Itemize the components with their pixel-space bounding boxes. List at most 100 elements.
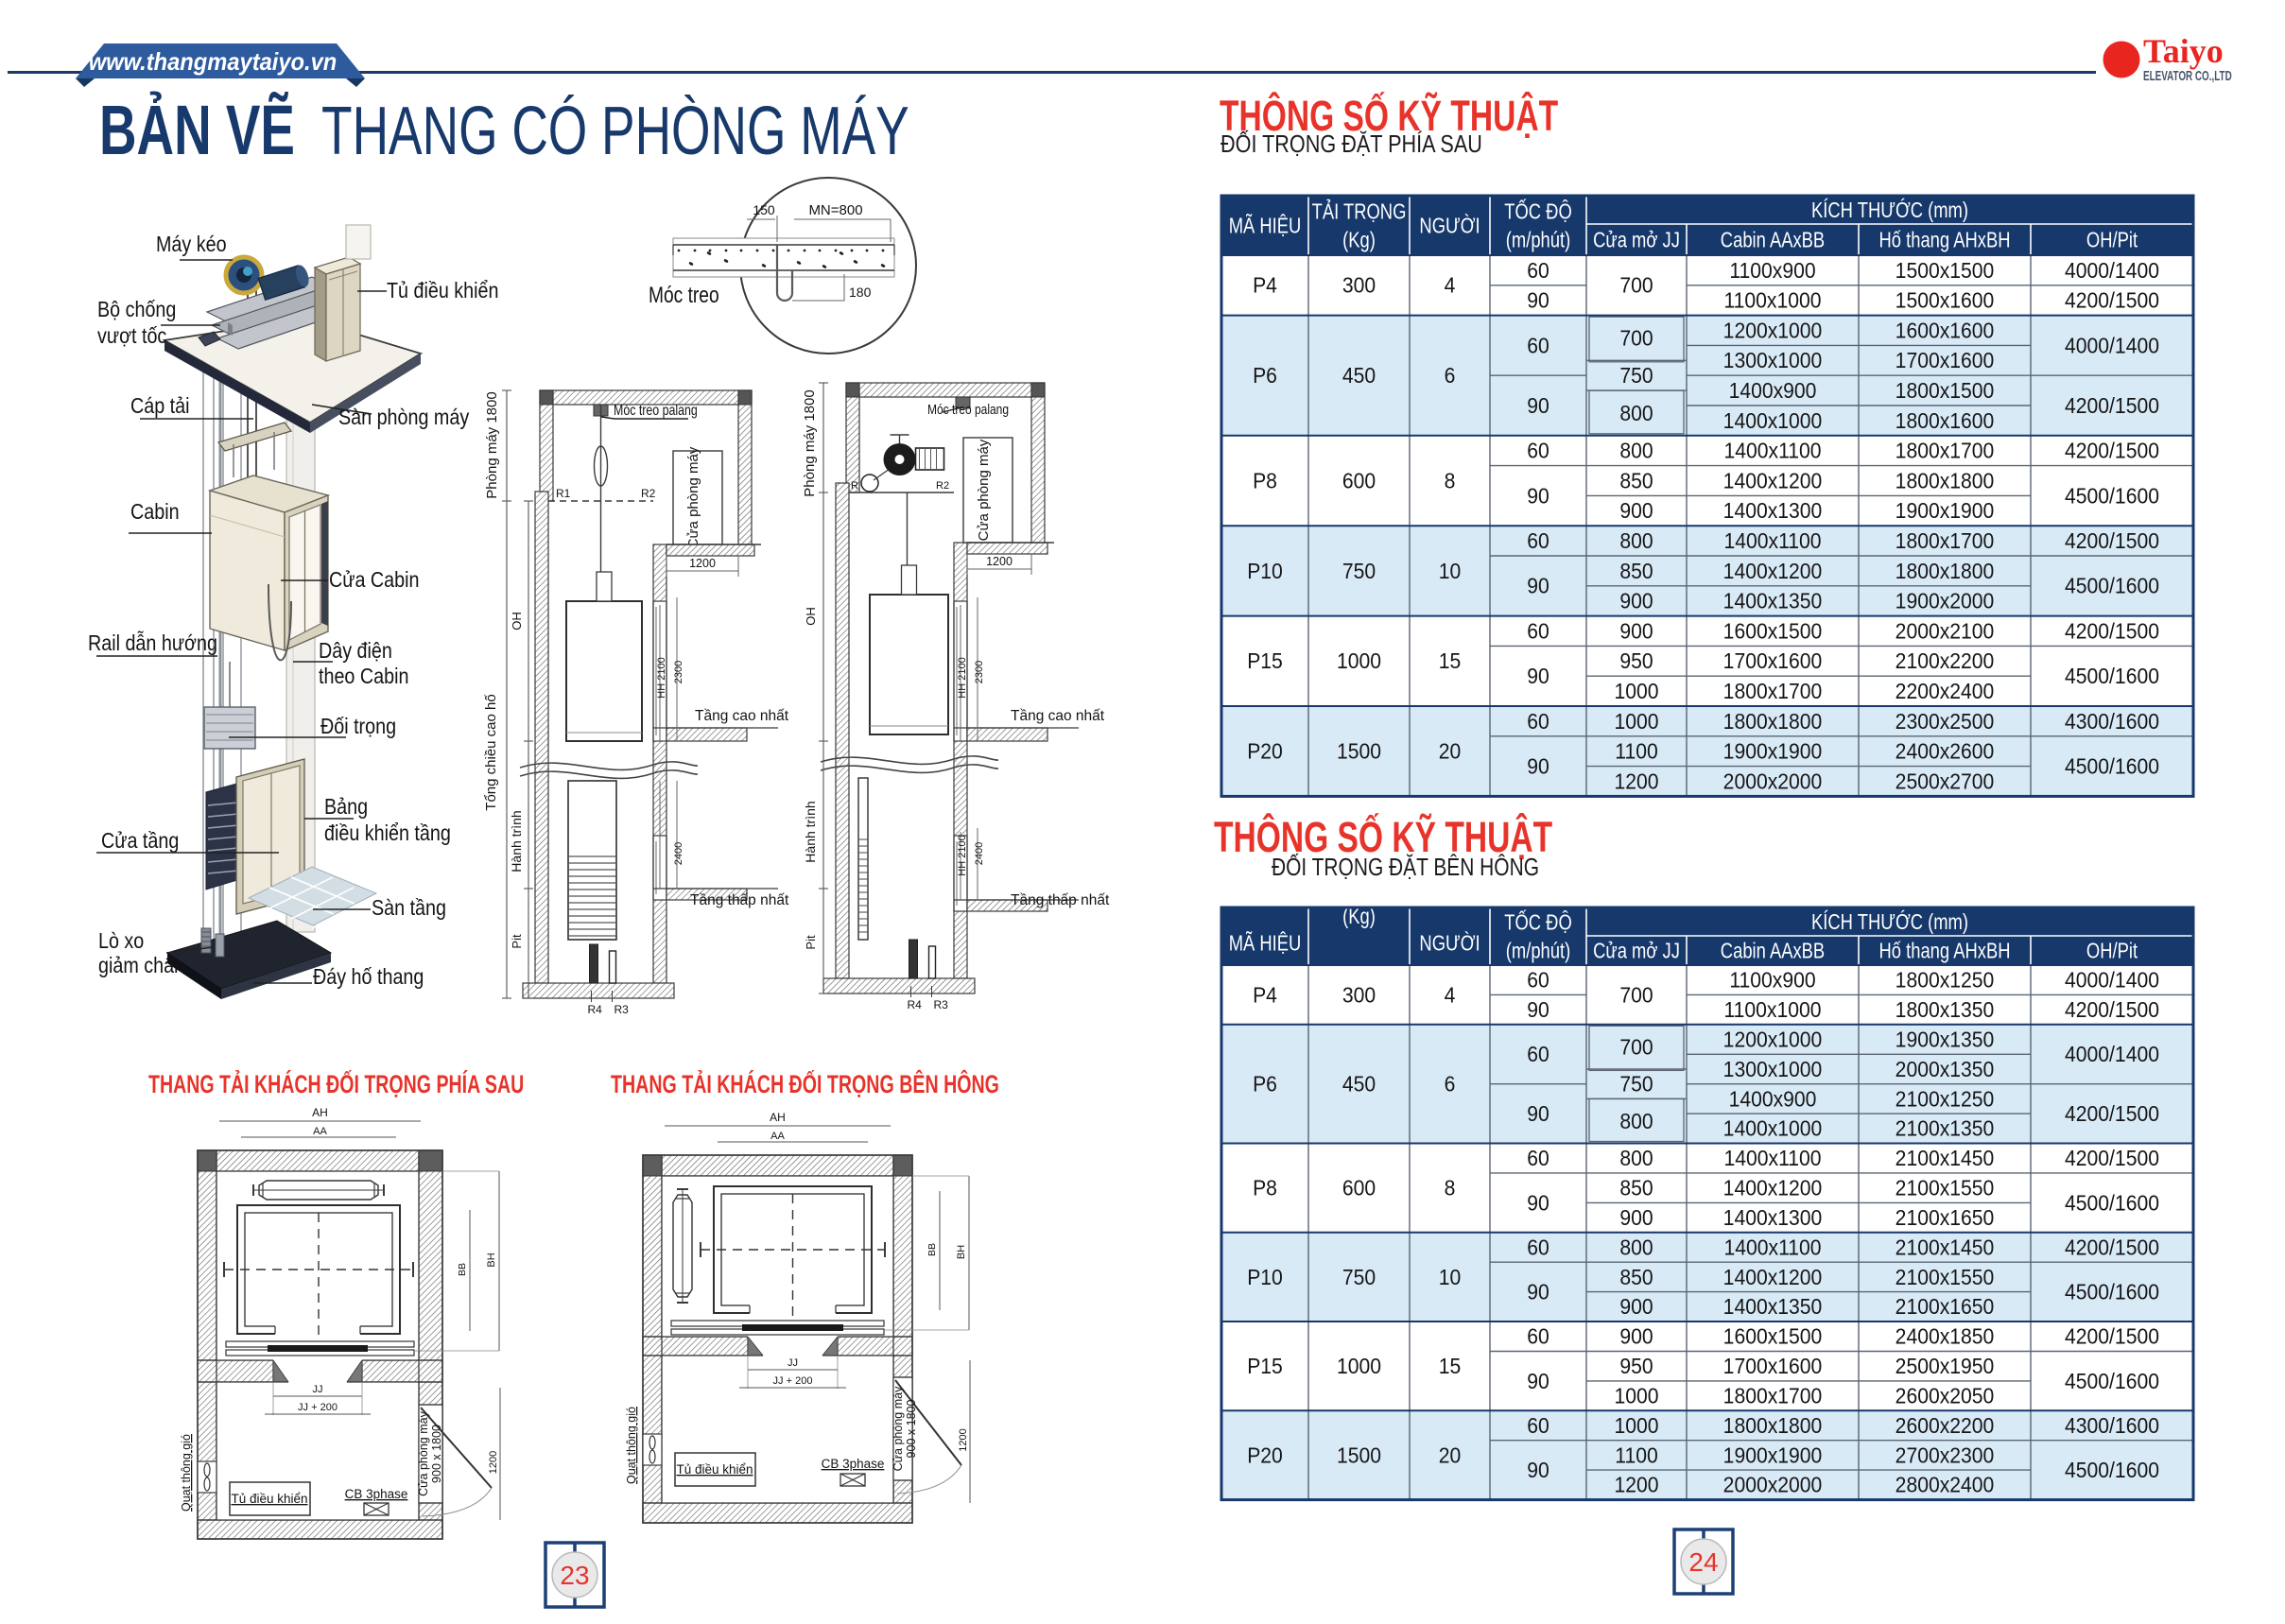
svg-text:Cửa phòng máy: Cửa phòng máy <box>976 439 992 541</box>
svg-text:Hành trình: Hành trình <box>803 801 818 862</box>
svg-text:BB: BB <box>457 1263 468 1276</box>
svg-text:1800x1350: 1800x1350 <box>1896 997 1995 1022</box>
svg-text:850: 850 <box>1619 559 1653 583</box>
svg-text:700: 700 <box>1619 1034 1653 1059</box>
svg-text:2000x2000: 2000x2000 <box>1723 769 1823 793</box>
svg-text:Móc treo palang: Móc treo palang <box>927 402 1009 418</box>
svg-text:2100x1250: 2100x1250 <box>1896 1086 1995 1111</box>
svg-text:1100: 1100 <box>1615 739 1657 764</box>
svg-text:AA: AA <box>313 1126 327 1137</box>
svg-text:P6: P6 <box>1253 363 1277 388</box>
svg-text:1700x1600: 1700x1600 <box>1723 648 1823 673</box>
svg-text:1300x1000: 1300x1000 <box>1723 348 1823 372</box>
svg-text:OH/Pit: OH/Pit <box>2086 940 2138 963</box>
svg-text:4: 4 <box>1445 982 1456 1007</box>
svg-text:4500/1600: 4500/1600 <box>2065 1458 2159 1482</box>
svg-text:P4: P4 <box>1253 273 1277 298</box>
svg-text:4500/1600: 4500/1600 <box>2065 1190 2159 1215</box>
svg-text:Sàn phòng máy: Sàn phòng máy <box>338 404 469 429</box>
svg-text:P15: P15 <box>1247 1354 1283 1378</box>
svg-text:(Kg): (Kg) <box>1342 905 1376 928</box>
svg-text:AH: AH <box>312 1106 328 1119</box>
svg-text:Cửa mở JJ: Cửa mở JJ <box>1593 229 1680 252</box>
svg-text:1900x1900: 1900x1900 <box>1723 1443 1823 1467</box>
svg-text:Cáp tải: Cáp tải <box>130 392 190 418</box>
svg-text:1500x1600: 1500x1600 <box>1896 288 1995 313</box>
svg-text:2100x1550: 2100x1550 <box>1896 1265 1995 1289</box>
svg-text:Tủ điều khiển: Tủ điều khiển <box>676 1462 753 1477</box>
svg-text:1400x1200: 1400x1200 <box>1723 1265 1823 1289</box>
svg-text:Cabin AAxBB: Cabin AAxBB <box>1721 940 1825 963</box>
svg-text:800: 800 <box>1619 1146 1653 1170</box>
svg-text:KÍCH THƯỚC (mm): KÍCH THƯỚC (mm) <box>1811 199 1968 222</box>
svg-text:OH/Pit: OH/Pit <box>2086 229 2138 252</box>
svg-text:800: 800 <box>1619 439 1653 463</box>
svg-text:1700x1600: 1700x1600 <box>1723 1354 1823 1378</box>
svg-text:700: 700 <box>1619 273 1653 298</box>
svg-text:1800x1800: 1800x1800 <box>1896 559 1995 583</box>
svg-text:10: 10 <box>1439 1265 1462 1289</box>
svg-text:4: 4 <box>1445 273 1456 298</box>
svg-text:Tủ điều khiển: Tủ điều khiển <box>387 277 498 302</box>
svg-text:4300/1600: 4300/1600 <box>2065 709 2159 734</box>
svg-text:JJ: JJ <box>313 1384 323 1395</box>
svg-text:Cửa tầng: Cửa tầng <box>101 827 179 853</box>
svg-text:OH: OH <box>510 612 524 631</box>
svg-text:1400x900: 1400x900 <box>1729 378 1817 403</box>
svg-text:800: 800 <box>1619 1235 1653 1259</box>
svg-text:600: 600 <box>1342 468 1376 492</box>
svg-text:900 x 1800: 900 x 1800 <box>905 1400 918 1459</box>
svg-text:2500x2700: 2500x2700 <box>1896 769 1995 793</box>
svg-text:4000/1400: 4000/1400 <box>2065 968 2159 993</box>
svg-text:1400x1100: 1400x1100 <box>1723 439 1821 463</box>
svg-text:2100x1350: 2100x1350 <box>1896 1116 1995 1141</box>
svg-text:R1: R1 <box>556 487 571 500</box>
svg-text:800: 800 <box>1619 401 1653 425</box>
svg-text:R2: R2 <box>641 487 656 500</box>
svg-text:1200x1000: 1200x1000 <box>1723 1027 1823 1051</box>
svg-text:1400x900: 1400x900 <box>1729 1086 1817 1111</box>
svg-text:60: 60 <box>1527 709 1549 734</box>
svg-text:P15: P15 <box>1247 648 1283 673</box>
svg-text:Đối trọng: Đối trọng <box>320 713 396 738</box>
svg-text:4500/1600: 4500/1600 <box>2065 1369 2159 1393</box>
svg-text:1800x1700: 1800x1700 <box>1896 439 1995 463</box>
svg-text:giảm chấn: giảm chấn <box>98 952 184 977</box>
svg-text:1100: 1100 <box>1615 1443 1657 1467</box>
svg-text:Tủ điều khiển: Tủ điều khiển <box>231 1492 307 1506</box>
svg-text:TỐC ĐỘ: TỐC ĐỘ <box>1504 910 1572 936</box>
svg-text:1500: 1500 <box>1337 739 1381 764</box>
svg-text:OH: OH <box>804 607 818 626</box>
svg-text:Cabin AAxBB: Cabin AAxBB <box>1721 229 1825 252</box>
svg-text:2100x1450: 2100x1450 <box>1896 1235 1995 1259</box>
svg-text:900: 900 <box>1619 618 1653 643</box>
svg-text:24: 24 <box>1688 1547 1718 1577</box>
svg-text:90: 90 <box>1527 1190 1549 1215</box>
svg-text:Rail dẫn hướng: Rail dẫn hướng <box>88 630 217 655</box>
svg-text:Phòng máy 1800: Phòng máy 1800 <box>484 391 500 498</box>
svg-text:1800x1250: 1800x1250 <box>1896 968 1995 993</box>
svg-text:6: 6 <box>1445 363 1456 388</box>
svg-text:60: 60 <box>1527 439 1549 463</box>
svg-text:AH: AH <box>770 1111 786 1124</box>
svg-text:1800x1700: 1800x1700 <box>1723 1383 1823 1408</box>
svg-text:1400x1100: 1400x1100 <box>1723 1146 1821 1170</box>
svg-text:900: 900 <box>1619 1205 1653 1230</box>
svg-text:www.thangmaytaiyo.vn: www.thangmaytaiyo.vn <box>89 49 338 76</box>
svg-text:4500/1600: 4500/1600 <box>2065 574 2159 598</box>
svg-text:HH 2100: HH 2100 <box>656 657 667 698</box>
svg-text:1900x1900: 1900x1900 <box>1723 739 1823 764</box>
svg-text:(m/phút): (m/phút) <box>1506 940 1570 963</box>
svg-text:4000/1400: 4000/1400 <box>2065 333 2159 357</box>
svg-text:950: 950 <box>1619 648 1653 673</box>
svg-text:450: 450 <box>1342 363 1376 388</box>
svg-text:CB 3phase: CB 3phase <box>345 1487 408 1501</box>
svg-text:1400x1000: 1400x1000 <box>1723 1116 1823 1141</box>
svg-text:10: 10 <box>1439 559 1462 583</box>
svg-text:1400x1100: 1400x1100 <box>1723 1235 1821 1259</box>
svg-text:60: 60 <box>1527 258 1549 283</box>
svg-text:P10: P10 <box>1247 559 1283 583</box>
svg-text:4200/1500: 4200/1500 <box>2065 1146 2159 1170</box>
svg-text:60: 60 <box>1527 968 1549 993</box>
svg-text:1800x1500: 1800x1500 <box>1896 378 1995 403</box>
